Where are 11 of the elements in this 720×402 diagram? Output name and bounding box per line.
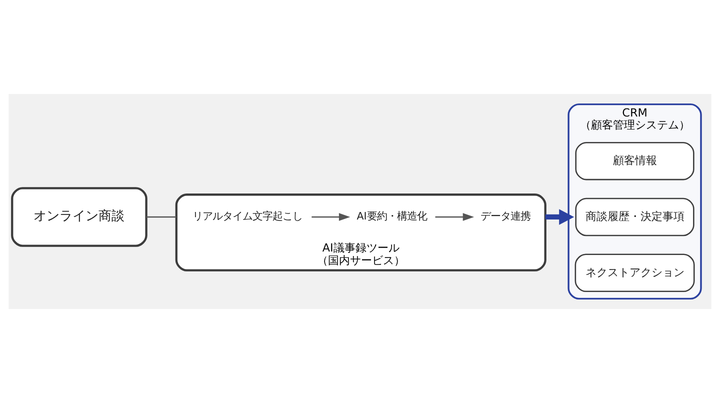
node-box: 商談履歴・決定事項 [575,197,694,236]
node-text: リアルタイム文字起こし [192,210,302,222]
arrow [435,212,474,220]
arrow [545,208,574,224]
node-text: データ連携 [480,210,530,222]
node-box: ネクストアクション [574,253,695,292]
node-box: オンライン商談 [11,186,148,246]
node-box: 顧客情報 [575,141,694,180]
node-text: AI要約・構造化 [356,210,427,222]
arrow [312,212,350,220]
connector [146,216,176,218]
